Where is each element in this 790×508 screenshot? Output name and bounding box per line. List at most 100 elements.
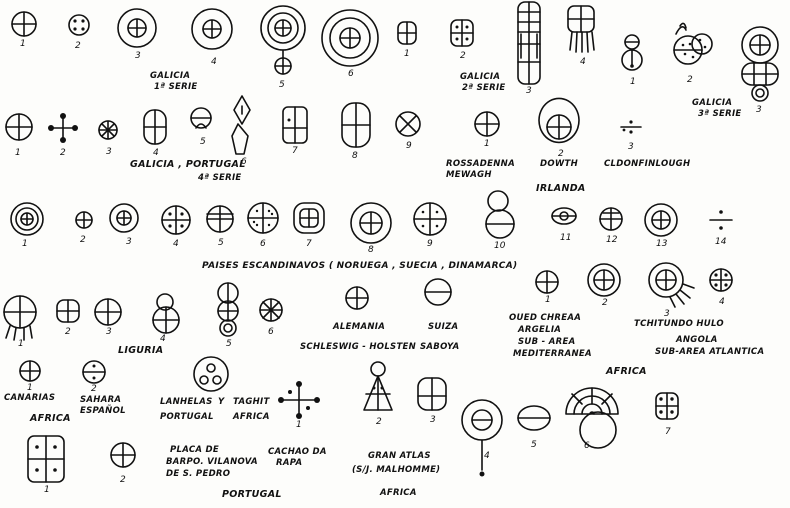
glyph-galport-4 xyxy=(143,109,167,145)
label-escandinavos: PAISES ESCANDINAVOS ( NORUEGA , SUECIA ,… xyxy=(202,261,518,271)
glyph-esc-11 xyxy=(551,207,577,225)
glyph-esc-7 xyxy=(293,202,325,234)
num-lig-4: 4 xyxy=(160,334,166,344)
num-lig-5: 5 xyxy=(226,339,232,349)
num-gran-atlas-4: 4 xyxy=(484,451,490,461)
glyph-gran-atlas-7 xyxy=(655,392,679,420)
num-galicia1-6: 6 xyxy=(348,69,354,79)
label-espanol: ESPAÑOL xyxy=(80,406,126,416)
num-gran-atlas-7: 7 xyxy=(665,427,671,437)
glyph-lig-4 xyxy=(152,293,180,334)
glyph-galicia3-1 xyxy=(621,34,643,71)
num-galicia1-5: 5 xyxy=(279,80,285,90)
glyph-galport-8 xyxy=(341,102,371,148)
glyph-cachao xyxy=(278,381,320,419)
glyph-esc-2 xyxy=(75,211,93,229)
label-liguria: LIGURIA xyxy=(118,345,164,356)
num-esc-1: 1 xyxy=(22,239,28,249)
num-esc-3: 3 xyxy=(126,237,132,247)
label-barpo-vilanova: BARPO. VILANOVA xyxy=(166,457,258,467)
glyph-lig-3 xyxy=(94,298,122,326)
glyph-galicia1-1 xyxy=(11,11,37,37)
label-rossadenna: ROSSADENNA xyxy=(446,159,515,169)
label-schleswig: SCHLESWIG - HOLSTEN xyxy=(300,342,417,352)
label-galicia2: GALICIA xyxy=(460,72,501,82)
glyph-galicia3-3 xyxy=(741,26,779,102)
num-galicia1-4: 4 xyxy=(211,57,217,67)
glyph-irlanda-2 xyxy=(538,97,580,144)
num-galicia1-1: 1 xyxy=(20,39,26,49)
glyph-galport-3 xyxy=(98,120,118,140)
label-alemania: ALEMANIA xyxy=(333,322,386,332)
glyph-gran-atlas-6 xyxy=(565,387,619,449)
glyph-lanhelas xyxy=(193,356,229,392)
num-esc-10: 10 xyxy=(494,241,506,251)
num-esc-8: 8 xyxy=(368,245,374,255)
label-gran-atlas: GRAN ATLAS xyxy=(368,451,431,461)
glyph-esc-10 xyxy=(485,190,515,239)
num-esc-11: 11 xyxy=(560,233,572,243)
num-canarias: 1 xyxy=(27,383,33,393)
glyph-esc-4 xyxy=(161,205,191,235)
num-galport-4: 4 xyxy=(153,148,159,158)
glyph-esc-9 xyxy=(413,202,447,236)
label-sub-area-atlantica: SUB-AREA ATLANTICA xyxy=(655,347,765,357)
glyph-lig-2 xyxy=(56,299,80,323)
num-esc-14: 14 xyxy=(715,237,727,247)
label-galicia3-series: 3ª SERIE xyxy=(698,109,742,119)
label-saboya: SABOYA xyxy=(420,342,460,352)
num-africa-1: 1 xyxy=(545,295,551,305)
glyph-galicia1-6 xyxy=(321,9,379,67)
label-lanhelas-africa: AFRICA xyxy=(233,412,270,422)
glyph-galport-1 xyxy=(5,113,33,141)
num-galport-8: 8 xyxy=(352,151,358,161)
num-esc-12: 12 xyxy=(606,235,618,245)
glyph-galport-5 xyxy=(190,107,212,129)
label-galicia1: GALICIA xyxy=(150,71,191,81)
num-lig-1: 1 xyxy=(18,339,24,349)
glyph-esc-12 xyxy=(599,207,623,231)
num-gran-atlas-6: 6 xyxy=(584,441,590,451)
glyph-esc-8 xyxy=(350,202,392,244)
num-galicia2-4: 4 xyxy=(580,57,586,67)
num-galport-7: 7 xyxy=(292,146,298,156)
glyph-esc-14 xyxy=(709,210,733,230)
num-galicia1-2: 2 xyxy=(75,41,81,51)
num-galicia2-2: 2 xyxy=(460,51,466,61)
num-galicia3-1: 1 xyxy=(630,77,636,87)
num-africa-3: 3 xyxy=(664,309,670,319)
num-esc-7: 7 xyxy=(306,239,312,249)
glyph-africa-3 xyxy=(648,262,695,308)
num-cachao: 1 xyxy=(296,420,302,430)
label-irlanda: IRLANDA xyxy=(536,183,586,194)
num-irlanda-2: 2 xyxy=(558,149,564,159)
num-africa-2: 2 xyxy=(602,298,608,308)
label-africa-right: AFRICA xyxy=(606,366,647,377)
glyph-galicia2-2 xyxy=(450,19,474,47)
glyph-gran-atlas-2 xyxy=(363,361,393,411)
num-esc-4: 4 xyxy=(173,239,179,249)
glyph-irlanda-1 xyxy=(474,111,500,137)
glyph-portugal-1 xyxy=(27,435,65,483)
num-esc-6: 6 xyxy=(260,239,266,249)
glyph-galicia1-3 xyxy=(117,8,157,48)
label-placa-de: PLACA DE xyxy=(170,445,220,455)
glyph-lig-5 xyxy=(217,282,239,337)
label-africa-left: AFRICA xyxy=(30,413,71,424)
num-galicia3-3: 3 xyxy=(756,105,762,115)
num-portugal-2: 2 xyxy=(120,475,126,485)
num-lig-2: 2 xyxy=(65,327,71,337)
glyph-africa-4 xyxy=(709,268,733,292)
num-esc-9: 9 xyxy=(427,239,433,249)
label-tchitundo-hulo: TCHITUNDO HULO xyxy=(634,319,724,329)
glyph-alemania xyxy=(345,286,369,310)
glyph-gran-atlas-4 xyxy=(461,399,503,477)
label-oued-chreaa: OUED CHREAA xyxy=(509,313,582,323)
label-cachao-da: CACHAO DA xyxy=(268,447,327,457)
label-galicia3: GALICIA xyxy=(692,98,733,108)
glyph-canarias xyxy=(19,360,41,382)
glyph-lig-1 xyxy=(3,295,37,341)
label-mewagh: MEWAGH xyxy=(446,170,492,180)
